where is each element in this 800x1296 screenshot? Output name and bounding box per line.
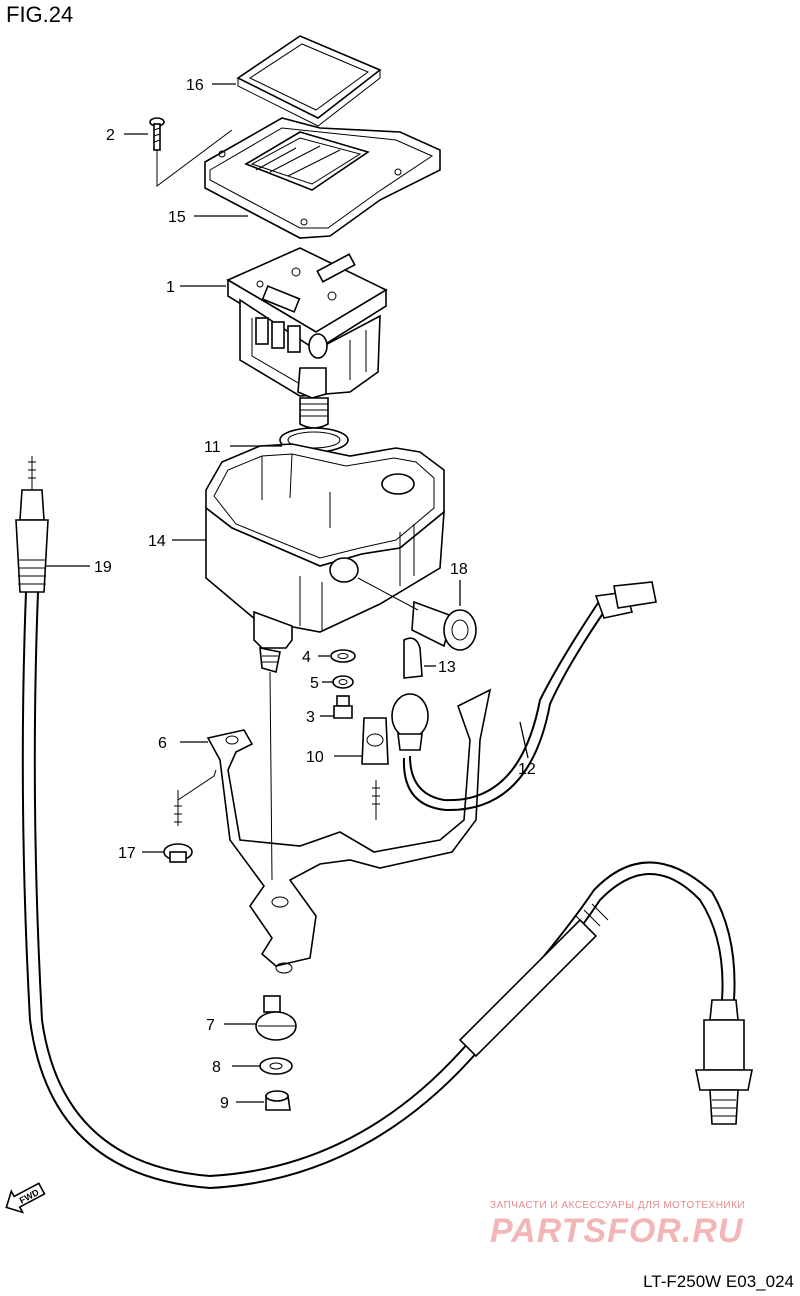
callout-3: 3: [306, 709, 315, 726]
part-10-socket: [361, 717, 389, 820]
part-12-harness: [391, 581, 657, 812]
part-2-screw: [149, 117, 165, 151]
part-4-washer: [330, 649, 356, 663]
part-3-nut: [333, 695, 353, 719]
callout-2: 2: [106, 127, 115, 144]
part-15-cover: [204, 117, 441, 239]
callout-15: 15: [168, 209, 186, 226]
part-13-bulb: [403, 637, 423, 679]
callout-14: 14: [148, 533, 166, 550]
part-16-gasket: [236, 35, 382, 127]
part-6-bracket: [206, 688, 492, 974]
part-9-nut: [265, 1090, 291, 1111]
watermark-tagline: ЗАПЧАСТИ И АКСЕССУАРЫ ДЛЯ МОТОТЕХНИКИ: [490, 1200, 746, 1211]
part-17-bolt: [163, 798, 193, 863]
callout-8: 8: [212, 1059, 221, 1076]
part-5-washer: [332, 675, 354, 689]
callout-17: 17: [118, 845, 136, 862]
callout-12: 12: [518, 761, 536, 778]
part-14-case: [205, 443, 445, 674]
watermark-logo: PARTSFOR.RU: [490, 1212, 744, 1250]
callout-7: 7: [206, 1017, 215, 1034]
callout-13: 13: [438, 659, 456, 676]
part-1-speedometer: [226, 247, 388, 429]
screw-2-guide-line: [156, 129, 233, 187]
callout-19: 19: [94, 559, 112, 576]
part-8-washer: [259, 1057, 293, 1075]
callout-1: 1: [166, 279, 175, 296]
knob-18-guide-line: [357, 577, 419, 611]
arrow-fwd-icon: FWD: [5, 1182, 46, 1214]
part-7-grommet: [255, 995, 297, 1041]
callout-6: 6: [158, 735, 167, 752]
callout-10: 10: [306, 749, 324, 766]
part-18-knob: [411, 600, 477, 651]
callout-16: 16: [186, 77, 204, 94]
callout-5: 5: [310, 675, 319, 692]
callout-9: 9: [220, 1095, 229, 1112]
bolt-17-guide-line: [177, 769, 217, 801]
callout-4: 4: [302, 649, 311, 666]
callout-11: 11: [204, 439, 221, 456]
model-code: LT-F250W E03_024: [643, 1272, 794, 1291]
callout-labels: 16 2 15 1 11 14 19 18 4 13 5 3 6 10 12 1…: [94, 77, 536, 1112]
mount-guide-line: [269, 671, 273, 881]
callout-18: 18: [450, 561, 468, 578]
part-19-speedometer-cable: [15, 456, 753, 1190]
figure-title: FIG.24: [6, 2, 74, 27]
leader-lines: [46, 83, 529, 1103]
